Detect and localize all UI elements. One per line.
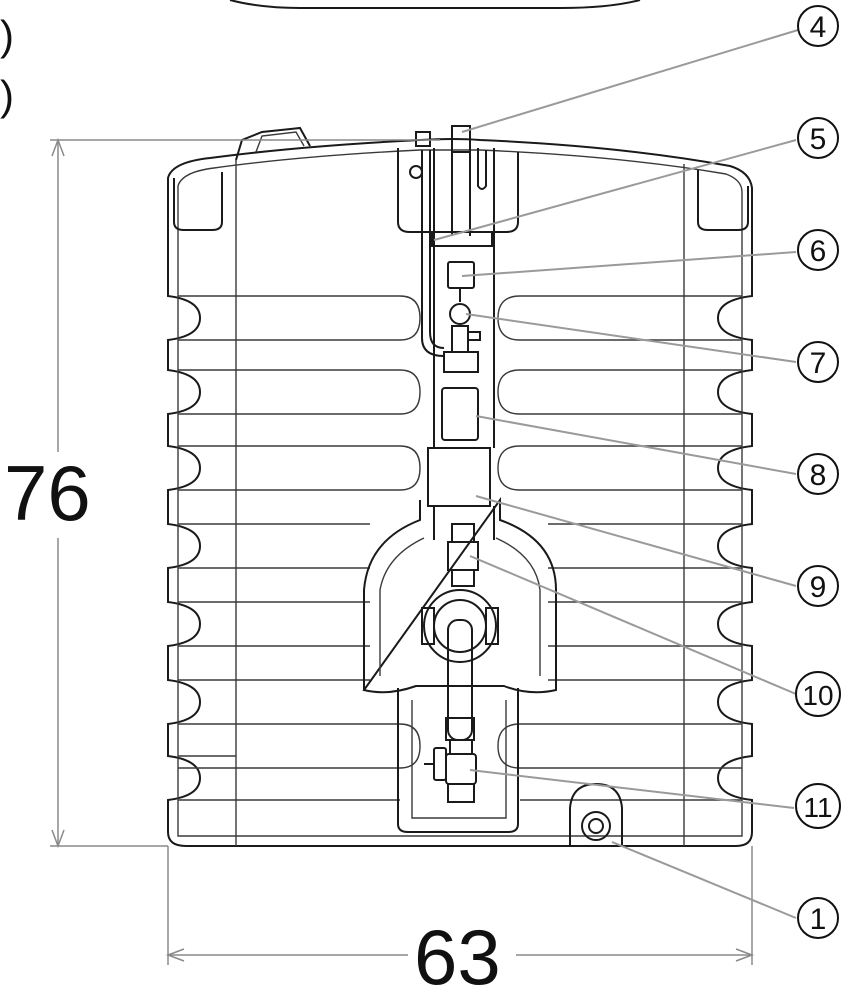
callout-11: 11	[795, 783, 841, 829]
callout-4-label: 4	[810, 11, 827, 44]
callout-8: 8	[797, 453, 839, 495]
callout-9: 9	[797, 565, 839, 607]
callout-10-label: 10	[802, 680, 833, 711]
pump-cavity	[362, 496, 557, 741]
edge-fragment-2: )	[0, 72, 14, 119]
callout-9-label: 9	[810, 571, 827, 604]
callout-7-label: 7	[810, 347, 827, 380]
edge-fragment-1: )	[0, 12, 14, 59]
callout-1: 1	[797, 897, 839, 939]
callout-5: 5	[797, 117, 839, 159]
lower-cavity	[397, 688, 519, 833]
callout-1-label: 1	[810, 903, 827, 936]
callout-11-label: 11	[803, 792, 832, 823]
callout-5-label: 5	[810, 123, 827, 156]
callout-6-label: 6	[810, 235, 827, 268]
callout-7: 7	[797, 341, 839, 383]
callout-6: 6	[797, 229, 839, 271]
upper-drawing-edge	[229, 0, 641, 9]
callout-4: 4	[797, 5, 839, 47]
callout-10: 10	[795, 671, 841, 717]
tank-body	[167, 126, 753, 847]
height-label: 76	[4, 449, 91, 537]
width-label: 63	[414, 913, 501, 987]
leader-lines	[433, 29, 799, 919]
callout-8-label: 8	[810, 459, 827, 492]
